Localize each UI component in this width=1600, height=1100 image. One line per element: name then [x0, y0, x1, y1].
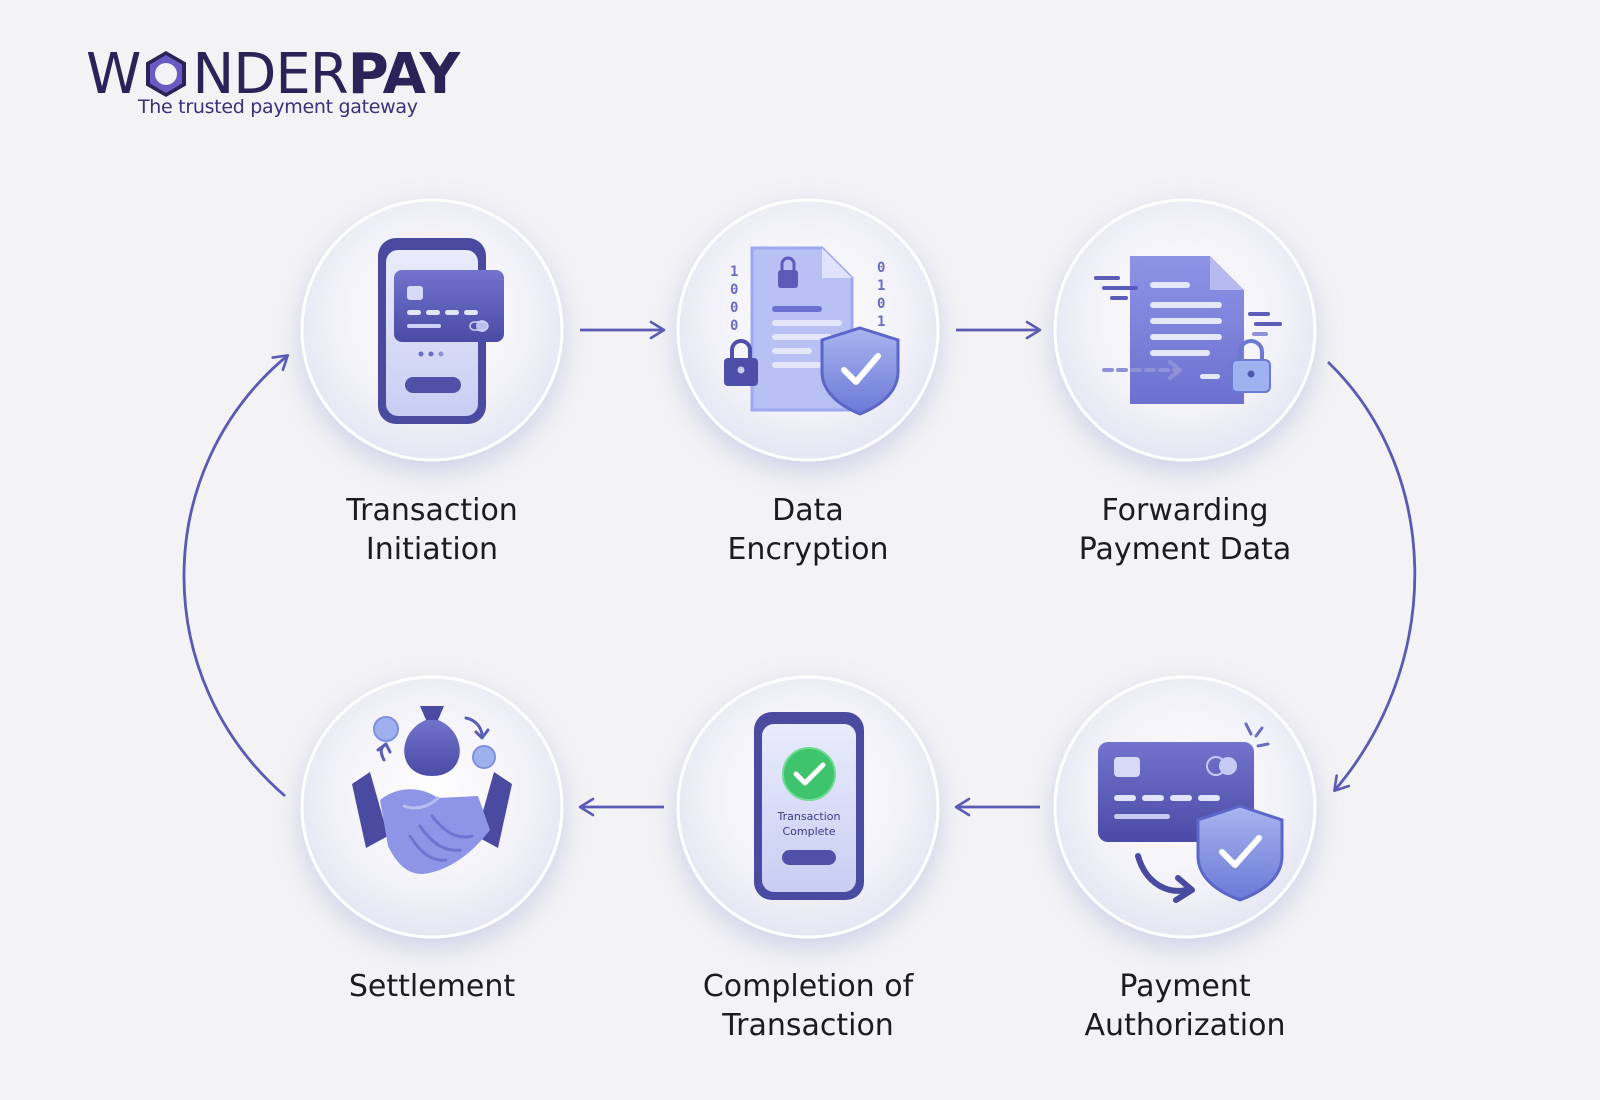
step-label-line2: Encryption	[727, 532, 889, 567]
step-label-line1: Forwarding	[1101, 493, 1269, 528]
encryption-bits: 1 0 0 0 0 1 0 1	[730, 260, 885, 334]
card-shield-check-icon	[1098, 722, 1284, 903]
logo-hexagon-o-icon	[146, 51, 187, 97]
logo-letters-nder: NDER	[192, 42, 348, 107]
step-label-line1: Completion of	[702, 969, 914, 1004]
bit-right-1: 0	[877, 260, 885, 276]
logo-letters-pay: PAY	[347, 42, 460, 107]
step-label-payment-authorization: Payment Authorization	[1035, 967, 1335, 1045]
bit-left-3: 0	[730, 300, 738, 316]
step-label-line2: Transaction	[722, 1008, 894, 1043]
phone-checkmark-icon	[754, 712, 864, 900]
step-label-line1: Transaction	[346, 493, 518, 528]
step-label-data-encryption: Data Encryption	[658, 491, 958, 569]
phone-screen-line2: Complete	[782, 825, 835, 838]
step-label-line1: Payment	[1119, 969, 1251, 1004]
step-label-line1: Data	[772, 493, 844, 528]
bit-right-3: 0	[877, 296, 885, 312]
bit-right-4: 1	[877, 314, 885, 330]
bit-left-1: 1	[730, 264, 738, 280]
document-forwarding-lock-icon	[1094, 256, 1282, 404]
step-label-forwarding-payment-data: Forwarding Payment Data	[1035, 491, 1335, 569]
encrypted-document-shield-icon	[724, 246, 900, 416]
step-label-line2: Initiation	[365, 532, 499, 567]
step-label-line2: Authorization	[1084, 1008, 1286, 1043]
wonderpay-logo: W NDERPAY The trusted payment gateway	[86, 40, 506, 130]
bit-right-2: 1	[877, 278, 885, 294]
step-label-line1: Settlement	[348, 969, 516, 1004]
logo-wordmark: W NDERPAY	[86, 40, 460, 110]
phone-card-icon	[378, 238, 504, 424]
logo-tagline: The trusted payment gateway	[138, 96, 418, 118]
handshake-money-bag-icon	[352, 706, 512, 874]
step-label-line2: Payment Data	[1078, 532, 1292, 567]
step-label-settlement: Settlement	[282, 967, 582, 1006]
logo-letter-w: W	[86, 42, 141, 107]
bit-left-2: 0	[730, 282, 738, 298]
step-label-transaction-initiation: Transaction Initiation	[282, 491, 582, 569]
bit-left-4: 0	[730, 318, 738, 334]
phone-screen-line1: Transaction	[777, 810, 841, 823]
phone-screen-text: Transaction Complete	[777, 810, 841, 838]
step-label-completion-of-transaction: Completion of Transaction	[658, 967, 958, 1045]
right-arc-arrow	[1327, 360, 1417, 793]
left-arc-arrow	[182, 354, 290, 798]
